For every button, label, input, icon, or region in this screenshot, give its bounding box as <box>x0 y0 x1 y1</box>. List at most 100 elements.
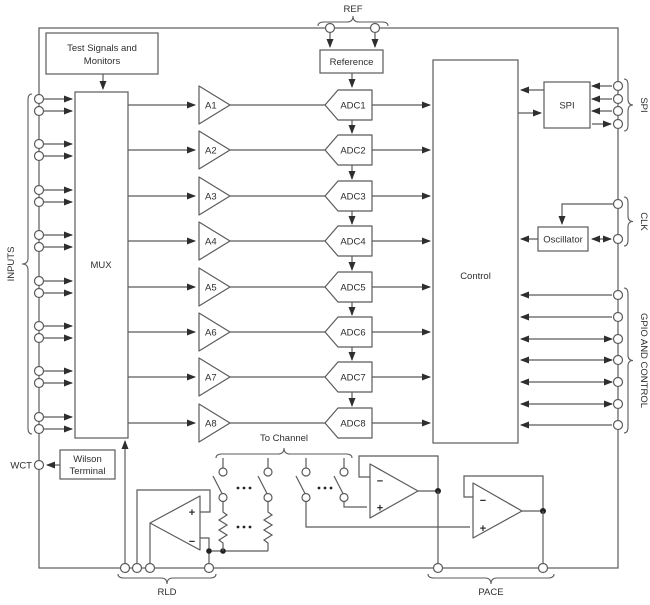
wct-port-label: WCT <box>10 461 32 472</box>
inputs-port-label: INPUTS <box>6 247 17 282</box>
ref-port-label: REF <box>344 4 363 15</box>
clk-port-label: CLK <box>638 212 649 231</box>
mux-block: MUX <box>74 91 129 439</box>
gpio-terminal <box>612 419 624 431</box>
oscillator-block <box>537 226 589 252</box>
input-terminal <box>33 105 45 117</box>
switch <box>333 458 349 503</box>
wire <box>343 501 367 508</box>
ellipsis-dots <box>236 486 333 529</box>
pace-opamp-1 <box>369 463 419 519</box>
rld-terminal <box>119 562 131 574</box>
amp-triangle <box>198 221 231 261</box>
wct-terminal <box>33 459 45 471</box>
rld-terminal <box>144 562 156 574</box>
input-terminal <box>33 423 45 435</box>
reference-block: Reference <box>319 49 384 88</box>
adc-label: ADC1 <box>340 101 365 112</box>
gpio-brace <box>623 287 634 434</box>
wilson-terminal-label-line1: Wilson <box>73 454 102 465</box>
ref-terminal <box>324 22 336 34</box>
channel-row: A4 ADC4 <box>128 221 431 271</box>
control-label: Control <box>460 271 491 282</box>
gpio-terminal <box>612 376 624 388</box>
amp-label: A1 <box>205 101 217 112</box>
amp-triangle <box>198 267 231 307</box>
amp-label: A7 <box>205 373 217 384</box>
input-terminal <box>33 138 45 150</box>
adc-label: ADC8 <box>340 419 365 430</box>
input-terminal <box>33 196 45 208</box>
pace-port-label: PACE <box>478 587 503 598</box>
input-terminal <box>33 150 45 162</box>
amp-triangle <box>198 312 231 352</box>
wilson-terminal-label-line2: Terminal <box>70 466 106 477</box>
pace-terminal <box>537 562 549 574</box>
to-channel-brace <box>215 447 353 459</box>
channel-row: A2 ADC2 <box>128 130 431 180</box>
input-terminal <box>33 365 45 377</box>
input-terminal <box>33 287 45 299</box>
input-terminal <box>33 229 45 241</box>
ref-port: REF <box>317 4 389 48</box>
spi-terminal <box>612 80 624 92</box>
channel-row: A8 ADC8 <box>128 403 431 443</box>
spi-section: SPI SPI <box>518 78 649 132</box>
opamp-plus-sign: + <box>377 503 383 515</box>
gpio-terminal <box>612 333 624 345</box>
adc-label: ADC2 <box>340 146 365 157</box>
spi-terminal <box>612 105 624 117</box>
reference-label: Reference <box>330 57 374 68</box>
control-block: Control <box>432 59 519 444</box>
rld-section: + − RLD <box>117 440 268 598</box>
resistor <box>262 501 274 551</box>
to-channel-label: To Channel <box>260 433 308 444</box>
resistor <box>217 501 229 551</box>
pace-terminal <box>432 562 444 574</box>
switch <box>257 458 273 503</box>
ref-brace <box>317 15 389 27</box>
mux-label: MUX <box>90 260 112 271</box>
spi-block <box>543 81 591 129</box>
spi-terminal <box>612 118 624 130</box>
spi-block-label: SPI <box>559 101 574 112</box>
channel-row: A1 ADC1 <box>128 85 431 134</box>
amp-triangle <box>198 403 231 443</box>
opamp-plus-sign: + <box>480 523 486 535</box>
gpio-terminal <box>612 354 624 366</box>
wilson-terminal-block <box>59 449 116 480</box>
gpio-section: GPIO AND CONTROL <box>520 287 649 434</box>
amp-label: A4 <box>205 237 217 248</box>
input-terminal <box>33 377 45 389</box>
gpio-terminal <box>612 311 624 323</box>
opamp-minus-sign: − <box>377 476 383 488</box>
inputs-port: INPUTS <box>6 93 33 435</box>
terminals <box>33 22 624 574</box>
spi-port-label: SPI <box>638 97 649 112</box>
wire <box>305 501 470 528</box>
adc-label: ADC7 <box>340 373 365 384</box>
adc-label: ADC6 <box>340 328 365 339</box>
rld-brace <box>117 573 217 585</box>
gpio-terminal <box>612 289 624 301</box>
rld-opamp <box>149 495 201 551</box>
adc-label: ADC3 <box>340 192 365 203</box>
clk-section: Oscillator CLK <box>520 196 649 252</box>
test-signals-block: Test Signals and Monitors <box>45 32 159 90</box>
test-signals-label-line2: Monitors <box>84 56 121 67</box>
opamp-minus-sign: − <box>480 495 486 507</box>
gpio-port-label: GPIO AND CONTROL <box>638 313 649 408</box>
gpio-terminal <box>612 398 624 410</box>
pace-section: − + − + PACE <box>358 455 555 598</box>
input-terminal <box>33 411 45 423</box>
ref-terminal <box>369 22 381 34</box>
rld-port-label: RLD <box>157 587 176 598</box>
rld-terminal <box>203 562 215 574</box>
rld-terminal <box>131 562 143 574</box>
adc-label: ADC4 <box>340 237 365 248</box>
clk-terminal <box>612 233 624 245</box>
pace-brace <box>427 573 555 585</box>
clk-brace <box>623 196 634 247</box>
input-terminal <box>33 241 45 253</box>
